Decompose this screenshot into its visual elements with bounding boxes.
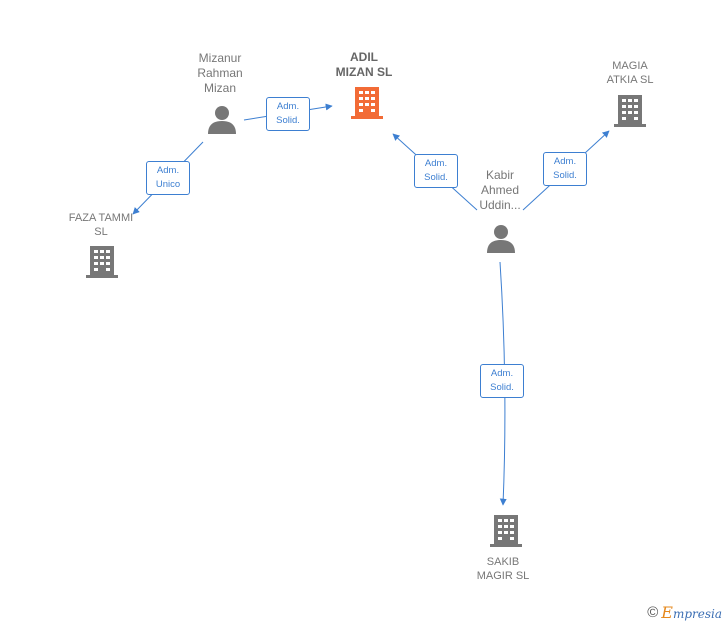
node-label-magia-atkia: MAGIA ATKIA SL <box>606 60 654 86</box>
brand-footer: © Empresia <box>647 603 722 622</box>
person-icon[interactable] <box>207 104 237 134</box>
empresia-logo: Empresia <box>661 603 722 622</box>
edge-label-kabir-adil[interactable]: Adm.Solid. <box>414 154 458 188</box>
node-label-faza-tammi: FAZA TAMMI SL <box>68 212 134 238</box>
edge-label-mizanur-adil[interactable]: Adm.Solid. <box>266 97 310 131</box>
copyright-symbol: © <box>647 604 659 621</box>
node-label-kabir: Kabir Ahmed Uddin... <box>479 168 521 212</box>
edge-label-mizanur-faza[interactable]: Adm.Unico <box>146 161 190 195</box>
building-icon[interactable] <box>351 86 383 120</box>
building-icon[interactable] <box>490 514 522 548</box>
person-icon[interactable] <box>486 223 516 253</box>
building-icon[interactable] <box>614 94 646 128</box>
edge-label-kabir-magia[interactable]: Adm.Solid. <box>543 152 587 186</box>
node-label-adil-mizan: ADIL MIZAN SL <box>335 50 393 79</box>
building-icon[interactable] <box>86 245 118 279</box>
node-label-sakib-magir: SAKIB MAGIR SL <box>476 556 530 582</box>
edge-label-kabir-sakib[interactable]: Adm.Solid. <box>480 364 524 398</box>
node-label-mizanur: Mizanur Rahman Mizan <box>197 51 243 95</box>
